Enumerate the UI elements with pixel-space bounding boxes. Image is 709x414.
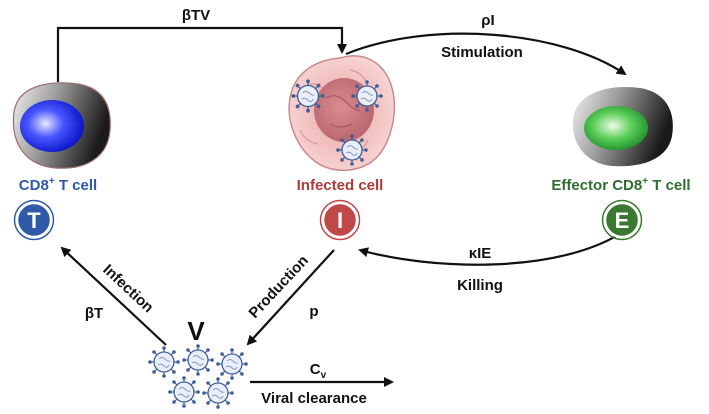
virus-icon [215, 347, 249, 381]
infection-rate-label: βTV [182, 7, 210, 24]
killing-arrow [358, 229, 627, 266]
infected-cell-badge: I [319, 199, 361, 241]
infection-label: Infection [99, 261, 156, 316]
virus-icon [335, 133, 369, 167]
effector-cell-label: Effector CD8+ T cell [551, 176, 690, 194]
stimulation-label: Stimulation [441, 44, 523, 61]
virus-icon [147, 345, 181, 379]
viral-clearance-label: Viral clearance [261, 390, 367, 407]
stimulation-arrow [345, 32, 627, 76]
virus-icon [350, 79, 384, 113]
infection-arrow [60, 246, 167, 346]
production-param-label: p [309, 303, 318, 320]
infection-param-label: βT [85, 305, 103, 322]
virus-icon [290, 78, 326, 114]
virus-icon [167, 375, 201, 409]
virus-icon [181, 343, 215, 377]
svg-text:T: T [27, 208, 41, 233]
killing-label: Killing [457, 277, 503, 294]
svg-text:E: E [615, 208, 630, 233]
t-cell-label: CD8+ T cell [19, 176, 97, 194]
killing-rate-label: κIE [469, 245, 492, 262]
virus-symbol: V [187, 316, 205, 346]
infected-cell-label: Infected cell [297, 177, 384, 194]
virus-icon [201, 376, 235, 410]
production-arrow [246, 249, 335, 346]
effector-cell-badge: E [601, 199, 643, 241]
clearance-param-label: Cv [310, 361, 327, 381]
cd8-t-cell-image [12, 82, 111, 169]
infected-cell-image [288, 55, 396, 172]
svg-text:I: I [337, 208, 343, 233]
t-cell-badge: T [13, 199, 55, 241]
effector-t-cell-image [572, 87, 673, 167]
stimulation-rate-label: ρI [481, 12, 494, 29]
infection-path-arrow [56, 26, 347, 82]
